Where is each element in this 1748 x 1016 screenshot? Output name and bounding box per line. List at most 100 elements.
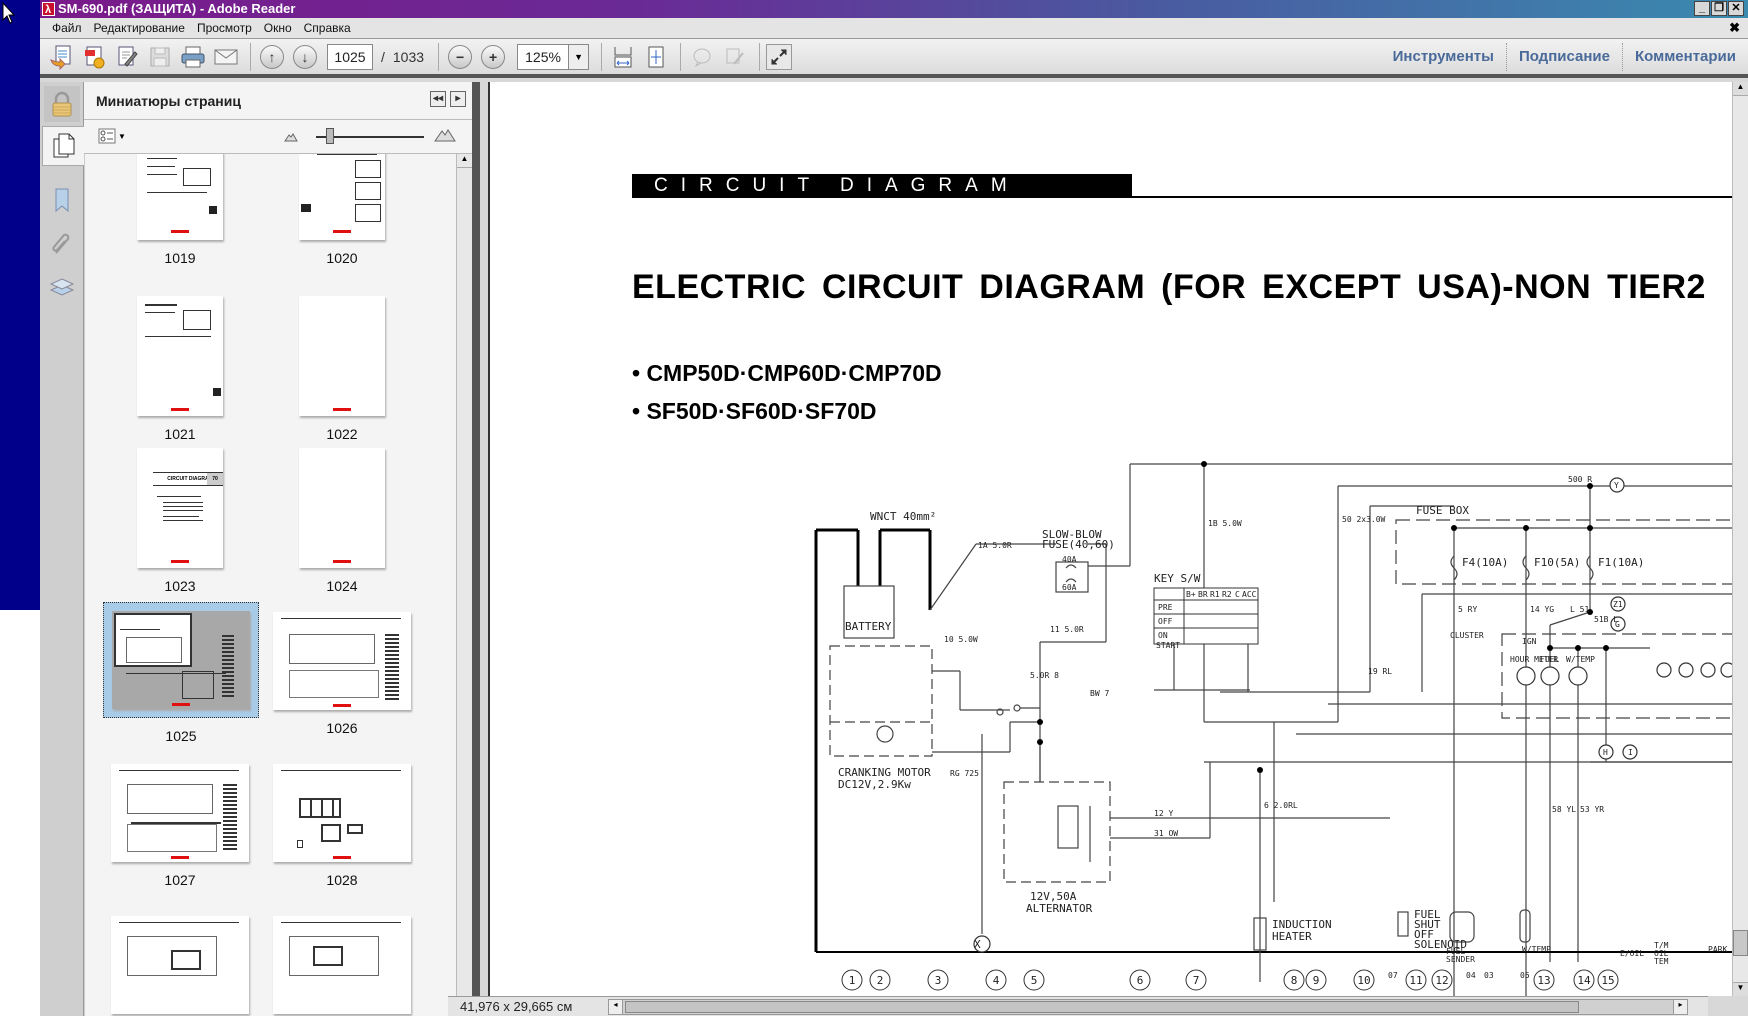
- thumbnail-page[interactable]: 1021: [137, 296, 223, 442]
- thumbnail-page[interactable]: [273, 916, 411, 1014]
- key-row: OFF: [1158, 617, 1173, 626]
- thumbnail-page[interactable]: 1027: [111, 764, 249, 888]
- fit-page-button[interactable]: [641, 42, 671, 72]
- column-number: 4: [993, 974, 1000, 987]
- attachments-button[interactable]: [46, 228, 78, 260]
- layers-button[interactable]: [46, 270, 78, 302]
- scroll-down-arrow-icon[interactable]: ▼: [1733, 982, 1748, 996]
- fuse-60a: 60A: [1062, 583, 1077, 592]
- save-button[interactable]: [145, 42, 175, 72]
- tab-sign[interactable]: Подписание: [1505, 43, 1622, 71]
- security-button[interactable]: [44, 86, 80, 122]
- document-title: ELECTRIC CIRCUIT DIAGRAM (FOR EXCEPT USA…: [632, 268, 1706, 306]
- comment-button[interactable]: [687, 42, 717, 72]
- thumbnail-page[interactable]: 1020: [299, 154, 385, 266]
- thumbnail-page-selected[interactable]: 1025: [103, 602, 259, 744]
- printer-icon: [181, 46, 205, 67]
- print-button[interactable]: [178, 42, 208, 72]
- fullscreen-button[interactable]: [766, 43, 793, 70]
- pages-icon: [53, 133, 74, 158]
- menu-help[interactable]: Справка: [303, 21, 351, 35]
- page-thumbnails-button[interactable]: [42, 126, 84, 166]
- menu-window[interactable]: Окно: [263, 21, 292, 35]
- thumbnail-page-number: 1021: [164, 426, 196, 442]
- zoom-select[interactable]: ▼: [517, 43, 590, 70]
- zoom-dropdown-chevron-icon[interactable]: ▼: [569, 43, 590, 70]
- zoom-in-button[interactable]: +: [478, 42, 508, 72]
- wire-label: 31 OW: [1154, 829, 1178, 838]
- total-pages: 1033: [392, 48, 425, 65]
- scroll-right-arrow-icon[interactable]: ▸: [1673, 999, 1687, 1014]
- zoom-input[interactable]: [517, 43, 570, 70]
- page-separator: /: [381, 48, 385, 65]
- wire-label: 58 YL: [1552, 805, 1576, 814]
- wire-label: 04: [1466, 971, 1476, 980]
- horizontal-scroll-thumb[interactable]: [625, 1000, 1580, 1013]
- desktop-background: [0, 0, 40, 610]
- close-document-button[interactable]: ✖: [1729, 20, 1740, 35]
- close-window-button[interactable]: ✕: [1728, 1, 1744, 16]
- mouse-cursor-icon: [2, 2, 16, 24]
- thumbnail-page[interactable]: [111, 916, 249, 1014]
- model-list-item: • CMP50D·CMP60D·CMP70D: [632, 360, 942, 386]
- node-z1-label: Z1: [1613, 600, 1623, 609]
- column-number-circle: [1597, 969, 1619, 991]
- open-button[interactable]: [46, 42, 76, 72]
- zoom-out-button[interactable]: −: [445, 42, 475, 72]
- next-page-button[interactable]: ↓: [290, 42, 320, 72]
- toolbar: ↑ ↓ / 1033 − + ▼: [40, 38, 1748, 78]
- horizontal-scrollbar[interactable]: ◂ ▸: [608, 998, 1688, 1015]
- minimize-button[interactable]: _: [1694, 1, 1710, 16]
- tab-comments[interactable]: Комментарии: [1621, 43, 1748, 71]
- panel-header: Миниатюры страниц ◂◂ ▸: [84, 82, 472, 120]
- key-col: BR: [1198, 590, 1208, 599]
- column-number: 12: [1435, 974, 1448, 987]
- panel-menu-button[interactable]: ▸: [450, 91, 466, 107]
- menu-view[interactable]: Просмотр: [196, 21, 252, 35]
- arrow-up-icon: ↑: [260, 44, 284, 69]
- document-view[interactable]: CIRCUIT DIAGRAM ELECTRIC CIRCUIT DIAGRAM…: [488, 82, 1732, 996]
- node-markers: [973, 477, 1638, 953]
- slider-thumb[interactable]: [326, 128, 334, 144]
- chevron-down-icon: ▼: [118, 131, 126, 141]
- wire-label: 5.0R 8: [1030, 671, 1059, 680]
- thumbnail-size-slider[interactable]: [316, 136, 424, 138]
- fit-width-button[interactable]: [608, 42, 638, 72]
- thumbnails-scrollbar[interactable]: ▲ ▼: [456, 154, 472, 1012]
- create-pdf-button[interactable]: [79, 42, 109, 72]
- thumbnail-image: [299, 154, 385, 240]
- thumbnail-image: [137, 154, 223, 240]
- thumbnail-options-button[interactable]: ▼: [98, 128, 126, 144]
- thumbnail-page[interactable]: CIRCUIT DIAGRAM 70 1023: [137, 448, 223, 594]
- email-button[interactable]: [211, 42, 241, 72]
- thumbnail-page[interactable]: 1022: [299, 296, 385, 442]
- thumbnail-page[interactable]: 1019: [137, 154, 223, 266]
- previous-page-button[interactable]: ↑: [257, 42, 287, 72]
- scroll-up-arrow-icon[interactable]: ▲: [1733, 82, 1748, 96]
- scroll-thumb[interactable]: [1733, 930, 1748, 956]
- scroll-left-arrow-icon[interactable]: ◂: [609, 999, 623, 1014]
- app-window: SM-690.pdf (ЗАЩИТА) - Adobe Reader _ ❐ ✕…: [40, 0, 1748, 1016]
- restore-button[interactable]: ❐: [1711, 1, 1727, 16]
- highlight-button[interactable]: [720, 42, 750, 72]
- thumbnail-page-number: 1019: [164, 250, 196, 266]
- collapse-panel-button[interactable]: ◂◂: [430, 91, 446, 107]
- thumbnail-page-number: 1025: [165, 728, 197, 744]
- bookmarks-button[interactable]: [46, 184, 78, 216]
- page-number-input[interactable]: [327, 43, 373, 70]
- paperclip-icon: [52, 233, 70, 254]
- arrow-down-icon: ↓: [293, 44, 317, 69]
- document-scrollbar[interactable]: ▲ ▼: [1732, 82, 1748, 996]
- fuse-f1: F1(10A): [1598, 556, 1644, 569]
- thumbnail-page[interactable]: 1028: [273, 764, 411, 888]
- thumbnail-page[interactable]: 1026: [273, 612, 411, 736]
- menu-edit[interactable]: Редактирование: [93, 21, 185, 35]
- thumbnail-page[interactable]: 1024: [299, 448, 385, 594]
- menu-file[interactable]: Файл: [52, 21, 82, 35]
- edit-button[interactable]: [112, 42, 142, 72]
- scroll-up-arrow-icon[interactable]: ▲: [457, 154, 472, 168]
- tab-tools[interactable]: Инструменты: [1392, 48, 1494, 65]
- column-number-circle: [1405, 969, 1427, 991]
- key-switch-label: KEY S/W: [1154, 572, 1201, 585]
